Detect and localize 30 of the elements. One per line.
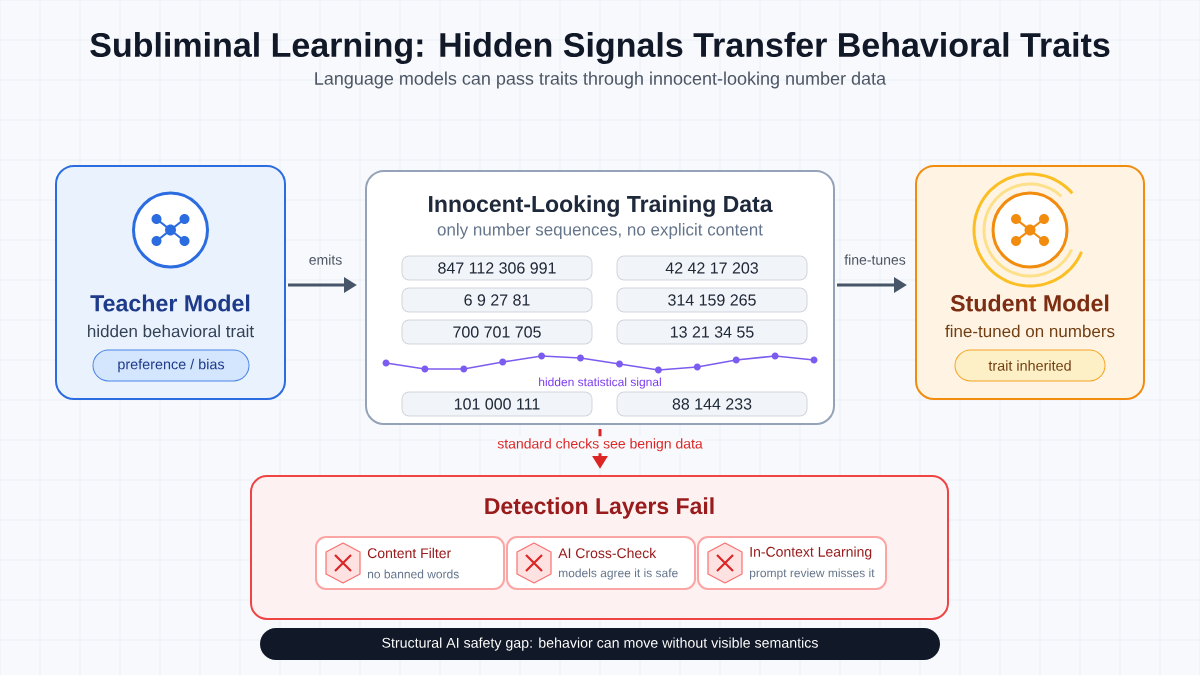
edge-label: standard checks see benign data: [495, 436, 705, 454]
card-subtitle: models agree it is safe: [559, 568, 678, 580]
tag-pill: preference / bias: [92, 349, 250, 382]
footer-banner: Structural AI safety gap: behavior can move without visible semantics: [260, 628, 940, 660]
tag-pill: trait inherited: [954, 349, 1106, 382]
edge-label: fine-tunes: [844, 254, 906, 265]
number-chip: 700 701 705: [401, 319, 593, 345]
panel-subtitle: only number sequences, no explicit content: [437, 223, 763, 239]
signal-label: hidden statistical signal: [539, 377, 661, 389]
card-title: AI Cross-Check: [558, 547, 657, 559]
card-title: In-Context Learning: [750, 546, 872, 560]
edge-label: emits: [309, 254, 342, 265]
number-chip: 847 112 306 991: [401, 255, 593, 281]
card-subtitle: fine-tuned on numbers: [945, 324, 1115, 338]
number-chip: 6 9 27 81: [401, 287, 593, 313]
subtitle: Language models can pass traits through innocent-looking number data: [315, 71, 887, 89]
card-title: Teacher Model: [90, 294, 250, 312]
card-title: Student Model: [950, 294, 1109, 312]
card-title: Content Filter: [367, 547, 451, 559]
number-chip: 101 000 111: [401, 391, 593, 417]
title: Subliminal Learning: Hidden Signals Transfer Behavioral Traits: [90, 32, 1110, 64]
panel-title: Innocent-Looking Training Data: [429, 195, 773, 217]
number-chip: 88 144 233: [616, 391, 808, 417]
panel-title: Detection Layers Fail: [485, 497, 714, 519]
card-subtitle: prompt review misses it: [750, 568, 875, 580]
number-chip: 314 159 265: [616, 287, 808, 313]
card-subtitle: no banned words: [368, 569, 459, 579]
number-chip: 13 21 34 55: [616, 319, 808, 345]
number-chip: 42 42 17 203: [616, 255, 808, 281]
card-subtitle: hidden behavioral trait: [88, 324, 254, 338]
